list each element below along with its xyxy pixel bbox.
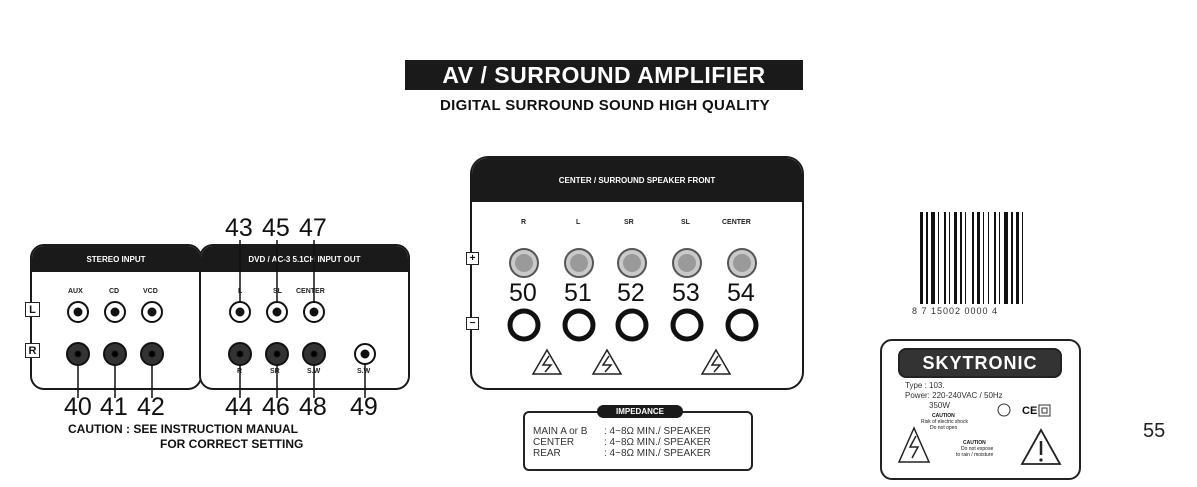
- barcode-bar: [938, 212, 939, 304]
- power-line: Power: 220-240VAC / 50Hz: [905, 391, 1003, 400]
- input-out-sr-label: SR: [270, 368, 280, 375]
- impedance-center-name: CENTER: [533, 437, 575, 448]
- callout-43: 43: [225, 214, 253, 242]
- barcode-bar: [954, 212, 957, 304]
- impedance-center-value: : 4~8Ω MIN./ SPEAKER: [604, 437, 711, 448]
- callout-50: 50: [509, 279, 537, 307]
- speaker-center-label: CENTER: [722, 219, 751, 226]
- plus-marker: +: [466, 252, 479, 265]
- barcode-bar: [999, 212, 1000, 304]
- barcode-bar: [1004, 212, 1008, 304]
- callout-40: 40: [64, 393, 92, 421]
- speaker-sr-label: SR: [624, 219, 634, 226]
- caution-line-2: FOR CORRECT SETTING: [160, 437, 304, 451]
- barcode-bar: [949, 212, 950, 304]
- barcode-bar: [988, 212, 989, 304]
- label-caution-text-1: Risk of electric shock: [921, 419, 968, 425]
- shock-hazard-icon: [897, 426, 931, 463]
- caution-line-1: CAUTION : SEE INSTRUCTION MANUAL: [68, 422, 298, 436]
- input-out-center-label: CENTER: [296, 288, 325, 295]
- label-caution-text-2: Do not open: [930, 425, 958, 431]
- impedance-main-value: : 4~8Ω MIN./ SPEAKER: [604, 426, 711, 437]
- barcode-bar: [926, 212, 928, 304]
- warning-triangle-icon: [531, 348, 563, 375]
- impedance-box: [523, 411, 753, 471]
- callout-46: 46: [262, 393, 290, 421]
- right-channel-marker: R: [25, 343, 40, 358]
- callout-51: 51: [564, 279, 592, 307]
- callout-41: 41: [100, 393, 128, 421]
- impedance-rear-value: : 4~8Ω MIN./ SPEAKER: [604, 448, 711, 459]
- impedance-rear-name: REAR: [533, 448, 561, 459]
- callout-55: 55: [1143, 420, 1166, 442]
- recycle-icon: [997, 403, 1011, 417]
- callout-44: 44: [225, 393, 253, 421]
- speaker-center-minus-terminal: [725, 308, 759, 342]
- barcode-bar: [1011, 212, 1013, 304]
- double-insulation-icon: [1038, 404, 1051, 417]
- warning-triangle-icon: [591, 348, 623, 375]
- impedance-main-name: MAIN A or B: [533, 426, 588, 437]
- barcode-bar: [983, 212, 984, 304]
- left-channel-marker: L: [25, 302, 40, 317]
- label-caution-title: CAUTION: [932, 413, 955, 419]
- label-caution-text-4: to rain / moisture: [956, 452, 994, 458]
- warning-triangle-icon: [700, 348, 732, 375]
- input-out-heading: DVD / AC-3 5.1CH INPUT OUT: [201, 246, 408, 272]
- callout-45: 45: [262, 214, 290, 242]
- callout-52: 52: [617, 279, 645, 307]
- speaker-sl-label: SL: [681, 219, 690, 226]
- minus-marker: −: [466, 317, 479, 330]
- callout-53: 53: [672, 279, 700, 307]
- label-caution-text-3: Do not expose: [961, 446, 994, 452]
- barcode-bar: [965, 212, 966, 304]
- callout-47: 47: [299, 214, 327, 242]
- barcode-bar: [960, 212, 962, 304]
- stereo-input-heading: STEREO INPUT: [32, 246, 200, 272]
- callout-49: 49: [350, 393, 378, 421]
- barcode-bar: [931, 212, 935, 304]
- speaker-sl-minus-terminal: [670, 308, 704, 342]
- page-subtitle: DIGITAL SURROUND SOUND HIGH QUALITY: [440, 97, 770, 114]
- input-out-sw2-label: S.W: [357, 368, 371, 375]
- barcode-bar: [977, 212, 980, 304]
- warning-triangles: [531, 348, 732, 375]
- page-title: AV / SURROUND AMPLIFIER: [405, 60, 803, 90]
- speaker-r-minus-terminal: [507, 308, 541, 342]
- barcode-bar: [972, 212, 974, 304]
- aux-label: AUX: [68, 288, 83, 295]
- speaker-r-label: R: [521, 219, 527, 226]
- barcode-bar: [1022, 212, 1023, 304]
- speaker-sr-minus-terminal: [615, 308, 649, 342]
- callout-54: 54: [727, 279, 755, 307]
- barcode-bar: [1016, 212, 1019, 304]
- barcode-bar: [944, 212, 946, 304]
- type-line: Type : 103.: [905, 381, 945, 390]
- impedance-heading: IMPEDANCE: [597, 405, 683, 418]
- watt-line: 350W: [929, 401, 950, 410]
- barcode-digits: 8 7 15002 0000 4: [912, 306, 999, 316]
- callout-42: 42: [137, 393, 165, 421]
- exclamation-warning-icon: [1020, 428, 1062, 465]
- cd-label: CD: [109, 288, 120, 295]
- speaker-panel-heading: CENTER / SURROUND SPEAKER FRONT: [472, 158, 802, 202]
- ce-mark: CE: [1022, 405, 1038, 417]
- brand-logo: SKYTRONIC: [898, 348, 1062, 378]
- barcode-graphic: [920, 212, 1023, 304]
- label-caution-title-2: CAUTION: [963, 440, 986, 446]
- barcode-bar: [920, 212, 923, 304]
- callout-48: 48: [299, 393, 327, 421]
- speaker-l-label: L: [576, 219, 581, 226]
- speaker-l-minus-terminal: [562, 308, 596, 342]
- vcd-label: VCD: [143, 288, 158, 295]
- barcode-bar: [994, 212, 996, 304]
